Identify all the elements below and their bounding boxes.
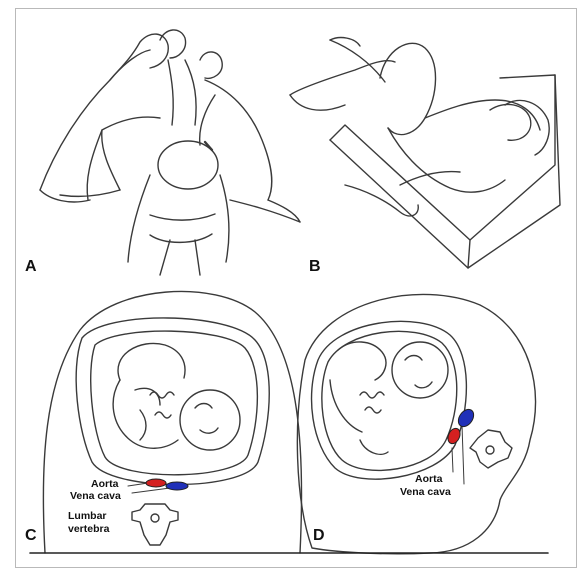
panel-d-illustration — [297, 294, 535, 553]
panel-c-lumbar-label: Lumbar — [68, 510, 107, 522]
panel-a-illustration — [40, 30, 300, 275]
panel-c-vena-cava-label: Vena cava — [70, 490, 121, 502]
panel-d-vena-cava-marker — [455, 406, 477, 429]
panel-b-letter: B — [309, 258, 321, 276]
panel-c-vena-cava-marker — [166, 482, 188, 490]
panel-b-illustration — [290, 38, 560, 268]
panel-d-letter: D — [313, 527, 325, 545]
panel-d-vena-cava-label: Vena cava — [400, 486, 451, 498]
panel-a-letter: A — [25, 258, 37, 276]
panel-d-aorta-label: Aorta — [415, 473, 442, 485]
panel-c-aorta-label: Aorta — [91, 478, 118, 490]
panel-c-letter: C — [25, 527, 37, 545]
panel-c-vertebra-label: vertebra — [68, 523, 109, 535]
panel-c-aorta-marker — [146, 479, 166, 487]
panel-d-aorta-marker — [446, 426, 463, 445]
